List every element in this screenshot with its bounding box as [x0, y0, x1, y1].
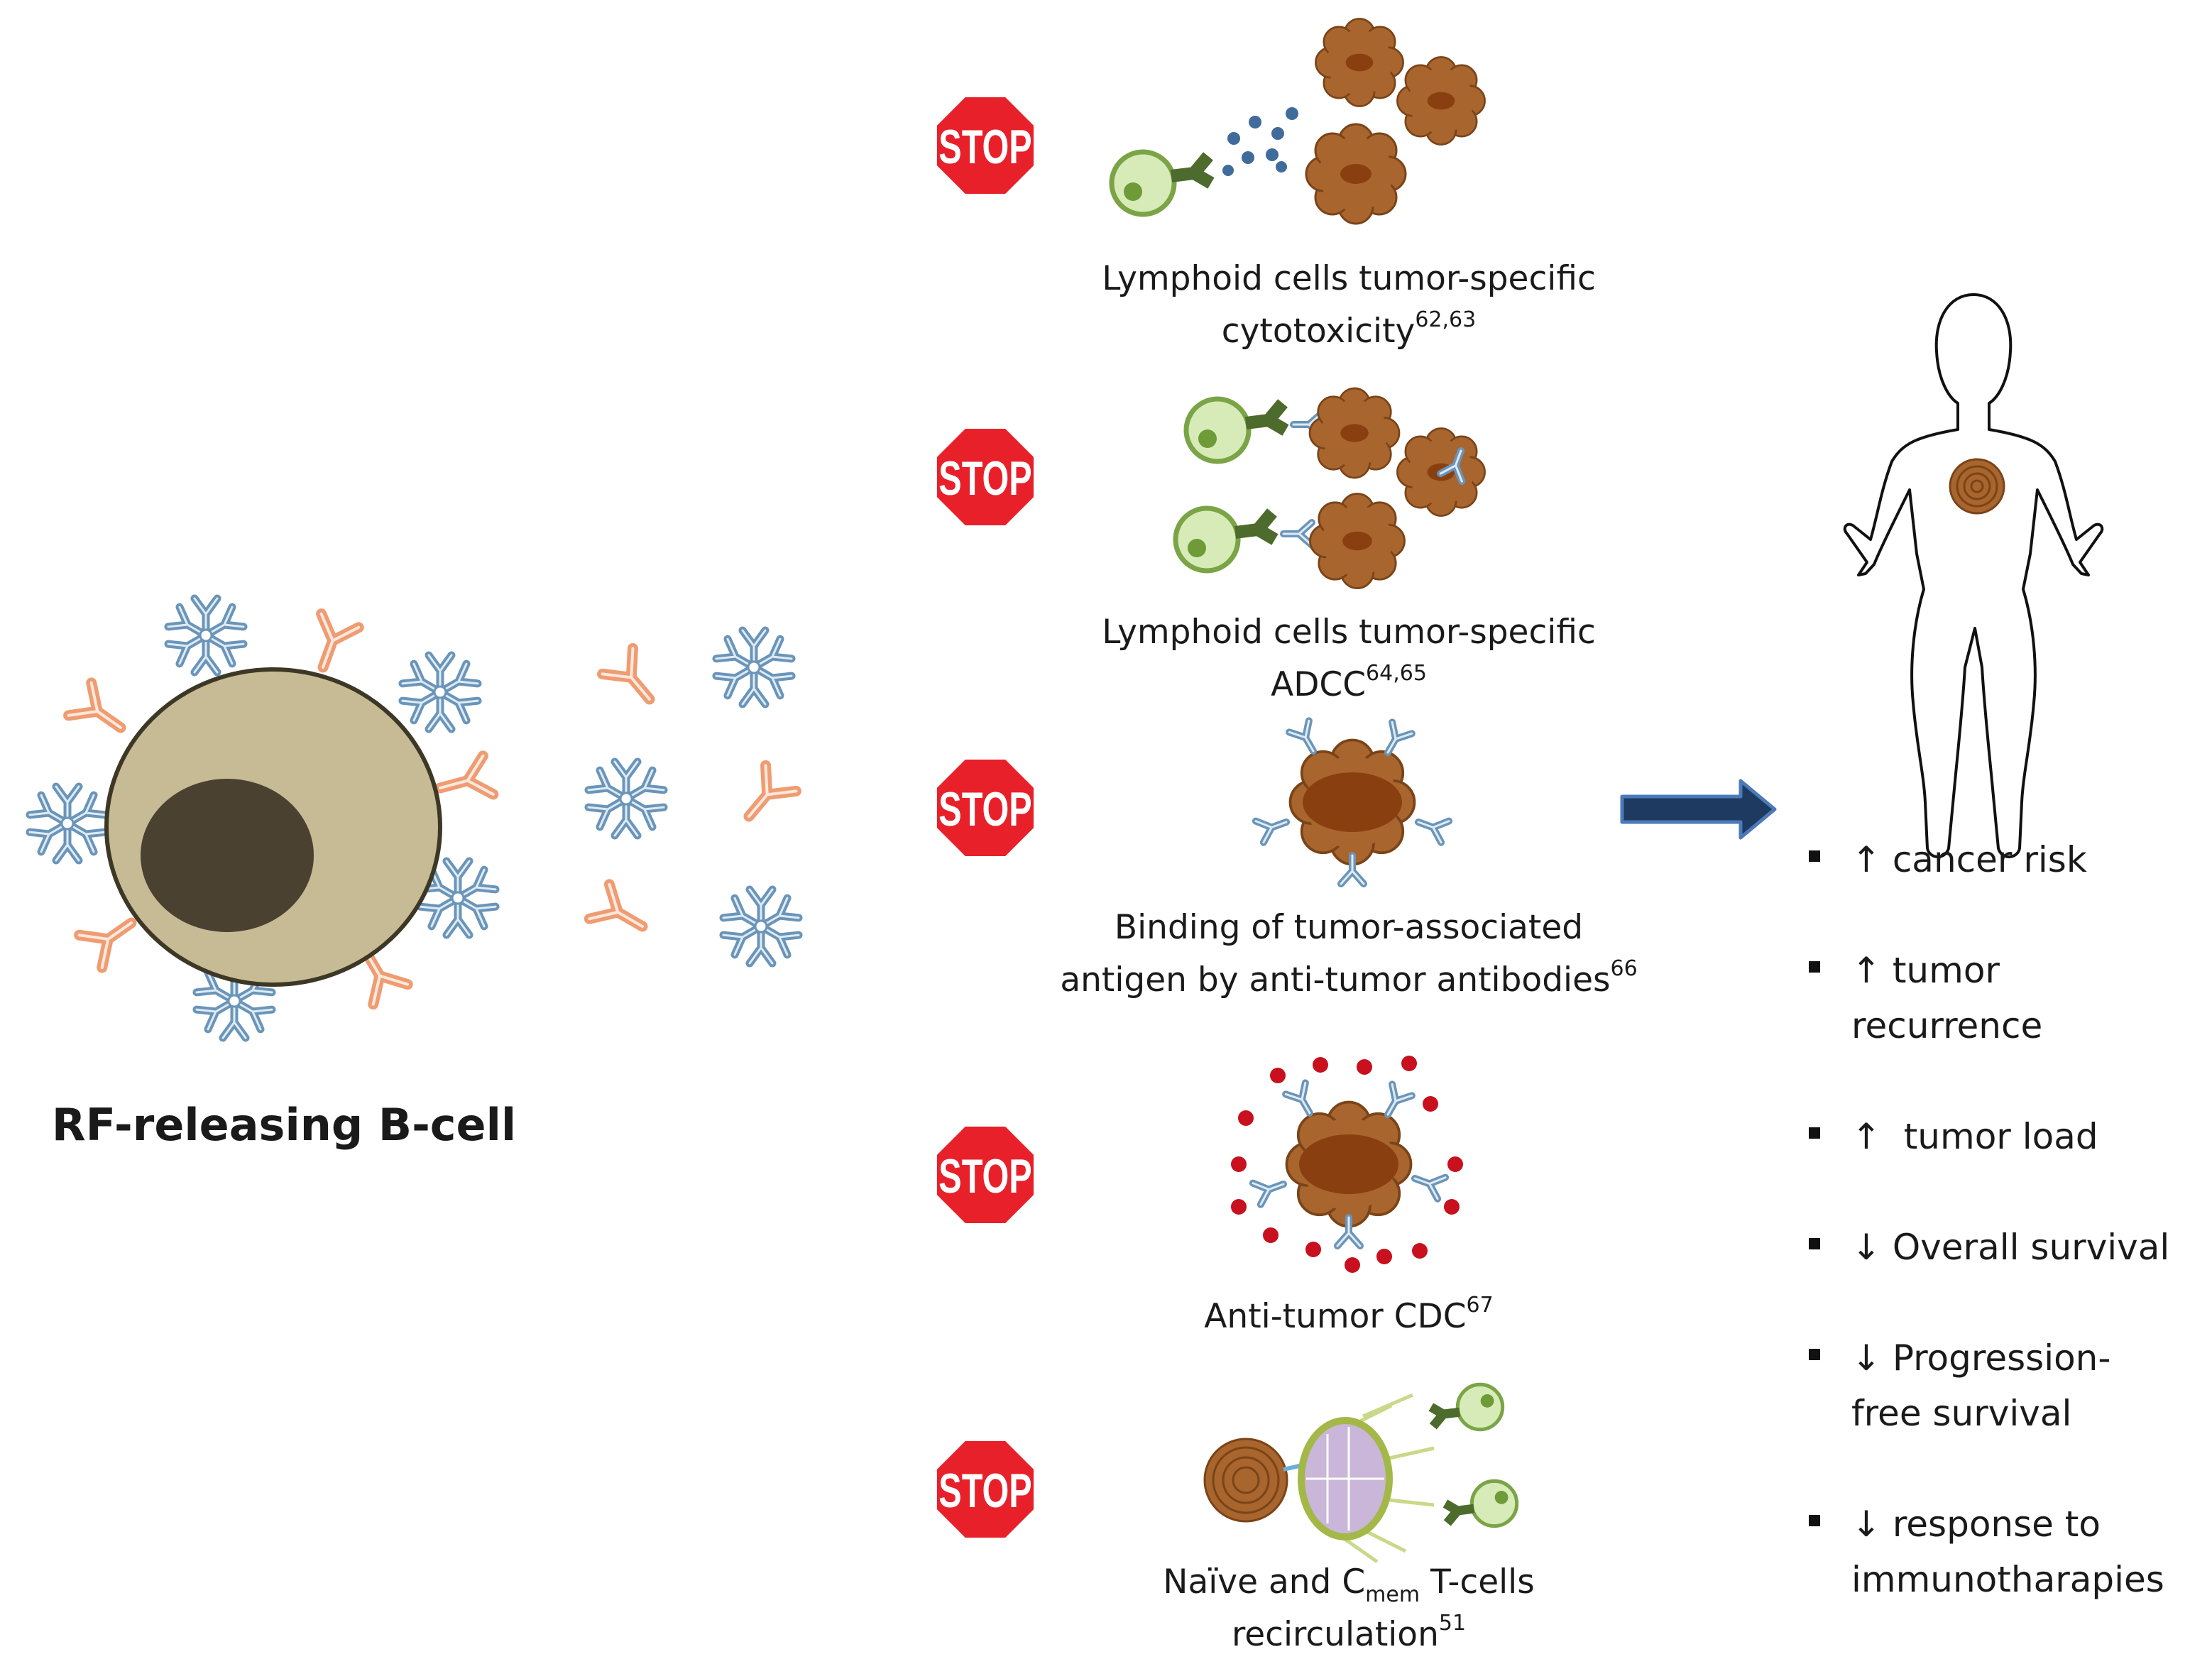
bullet-square-icon — [1809, 1127, 1820, 1139]
bullet-square-icon — [1809, 1349, 1820, 1360]
b-cell-title: RF-releasing B-cell — [51, 1099, 517, 1151]
mechanism-caption-recirculation: Naïve and Cmem T-cells recirculation51 — [1065, 1556, 1633, 1661]
lymph-node-icon — [1298, 1393, 1435, 1564]
human-body-icon — [1843, 293, 2104, 858]
mechanism-caption-cytotoxicity: Lymphoid cells tumor-specific cytotoxici… — [1065, 253, 1633, 358]
down-arrow-icon: ↓ — [1851, 1337, 1881, 1379]
stop-sign-label: STOP — [938, 1150, 1031, 1203]
mechanism-caption-adcc: Lymphoid cells tumor-specific ADCC64,65 — [1065, 606, 1633, 711]
down-arrow-icon: ↓ — [1851, 1227, 1881, 1268]
stop-sign-label: STOP — [938, 452, 1031, 505]
bullet-square-icon — [1809, 1238, 1820, 1249]
up-arrow-icon: ↑ — [1851, 839, 1881, 880]
abdominal-tumor-icon — [1949, 458, 2005, 515]
tumor-icon — [1203, 1438, 1288, 1523]
caption-line: Anti-tumor CDC67 — [1204, 1293, 1494, 1337]
right-arrow-icon — [1620, 779, 1777, 840]
antigen-binding-illustration — [1256, 721, 1449, 884]
mechanism-caption-antigen-binding: Binding of tumor-associated antigen by a… — [1029, 902, 1668, 1007]
caption-line: Naïve and Cmem T-cells — [1163, 1562, 1535, 1607]
stop-sign-icon: STOP — [934, 1124, 1036, 1226]
stop-sign-icon: STOP — [934, 757, 1036, 859]
caption-line: Binding of tumor-associated — [1114, 908, 1584, 947]
cytotoxic-granules — [1222, 107, 1298, 176]
caption-line: ADCC64,65 — [1271, 661, 1427, 705]
b-cell-nucleus — [141, 779, 314, 932]
up-arrow-icon: ↑ — [1851, 950, 1881, 991]
down-arrow-icon: ↓ — [1851, 1504, 1881, 1545]
outcome-text: ↓ Overall survival — [1851, 1227, 2170, 1268]
outcome-text: ↑ tumor recurrence — [1851, 950, 2043, 1046]
caption-line: antigen by anti-tumor antibodies66 — [1060, 956, 1638, 1000]
outcome-text: ↑ tumor load — [1851, 1116, 2098, 1157]
adcc-illustration — [1176, 387, 1486, 589]
outcome-text: ↑ cancer risk — [1851, 839, 2087, 880]
cytotoxicity-illustration — [1112, 18, 1486, 225]
mechanism-caption-cdc: Anti-tumor CDC67 — [1065, 1291, 1633, 1343]
caption-line: recirculation51 — [1231, 1611, 1467, 1655]
stop-sign-icon: STOP — [934, 94, 1036, 197]
caption-line: cytotoxicity62,63 — [1221, 307, 1477, 351]
outcome-text: ↓ Progression- free survival — [1851, 1337, 2111, 1434]
recirculation-illustration — [1203, 1384, 1517, 1564]
complement-proteins — [1231, 1056, 1463, 1273]
released-antibodies — [588, 630, 799, 963]
stop-signs: STOP STOP STOP STOP STOP — [934, 94, 1036, 1540]
outcome-text: ↓ response to immunotharapies — [1851, 1504, 2164, 1600]
caption-line: Lymphoid cells tumor-specific — [1102, 259, 1596, 298]
bullet-square-icon — [1809, 961, 1820, 973]
bullet-square-icon — [1809, 1515, 1820, 1526]
stop-sign-icon: STOP — [934, 426, 1036, 528]
cdc-illustration — [1231, 1056, 1463, 1273]
up-arrow-icon: ↑ — [1851, 1116, 1881, 1157]
stop-sign-label: STOP — [938, 121, 1031, 174]
stop-sign-label: STOP — [938, 783, 1031, 836]
stop-sign-icon: STOP — [934, 1438, 1036, 1540]
caption-line: Lymphoid cells tumor-specific — [1102, 613, 1596, 652]
bullet-square-icon — [1809, 850, 1820, 862]
b-cell — [30, 598, 495, 1038]
stop-sign-label: STOP — [938, 1465, 1031, 1518]
